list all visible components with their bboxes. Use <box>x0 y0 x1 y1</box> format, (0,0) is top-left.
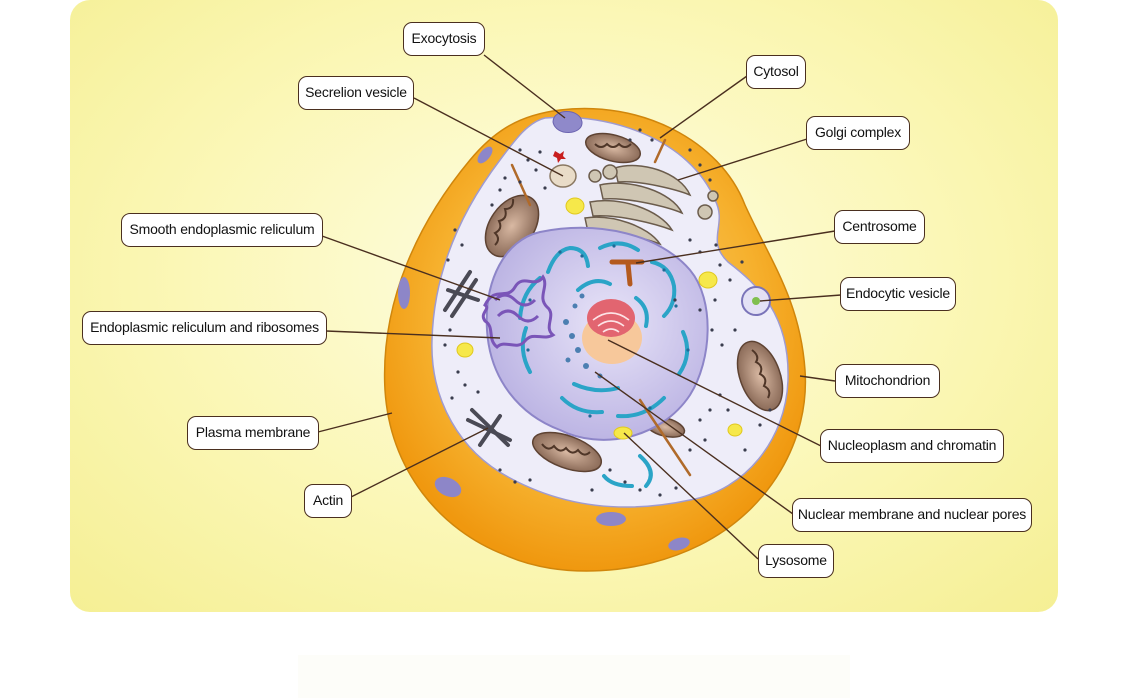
footer-strip <box>298 655 850 698</box>
label-centrosome: Centrosome <box>834 210 925 244</box>
label-actin: Actin <box>304 484 352 518</box>
outer-vesicle <box>398 277 410 309</box>
centrosome <box>609 259 645 287</box>
outer-vesicle <box>596 512 626 526</box>
leader-lines <box>317 54 842 560</box>
cytosol-ribosomes <box>443 128 772 497</box>
secretion-marker <box>553 151 566 163</box>
exocytosis-vesicle <box>552 111 583 133</box>
mitochondrion <box>584 132 642 164</box>
mitochondrion <box>531 431 603 473</box>
golgi-complex <box>584 164 719 246</box>
endocytic-vesicle-core <box>752 297 760 305</box>
outer-vesicle <box>477 146 493 164</box>
label-secretion-vesicle: Secrelion vesicle <box>298 76 414 110</box>
label-smooth-er: Smooth endoplasmic reliculum <box>121 213 323 247</box>
label-nucleoplasm: Nucleoplasm and chromatin <box>820 429 1004 463</box>
smooth-endoplasmic-reticulum <box>481 274 556 350</box>
label-golgi-complex: Golgi complex <box>806 116 910 150</box>
rough-endoplasmic-reticulum <box>518 241 690 488</box>
label-lysosome: Lysosome <box>758 544 834 578</box>
label-nuclear-membrane: Nuclear membrane and nuclear pores <box>792 498 1032 532</box>
label-rough-er: Endoplasmic reliculum and ribosomes <box>82 311 327 345</box>
label-cytosol: Cytosol <box>746 55 806 89</box>
microtubules <box>510 138 692 477</box>
nucleolus <box>587 299 635 337</box>
mitochondrion <box>736 340 784 412</box>
actin-filaments <box>443 270 512 447</box>
outer-vesicle <box>668 537 690 551</box>
label-exocytosis: Exocytosis <box>403 22 485 56</box>
outer-vesicle <box>434 476 462 498</box>
label-mitochondrion: Mitochondrion <box>835 364 940 398</box>
ribosome-dots <box>526 244 690 418</box>
label-plasma-membrane: Plasma membrane <box>187 416 319 450</box>
lysosomes <box>456 197 743 440</box>
label-endocytic-vesicle: Endocytic vesicle <box>840 277 956 311</box>
